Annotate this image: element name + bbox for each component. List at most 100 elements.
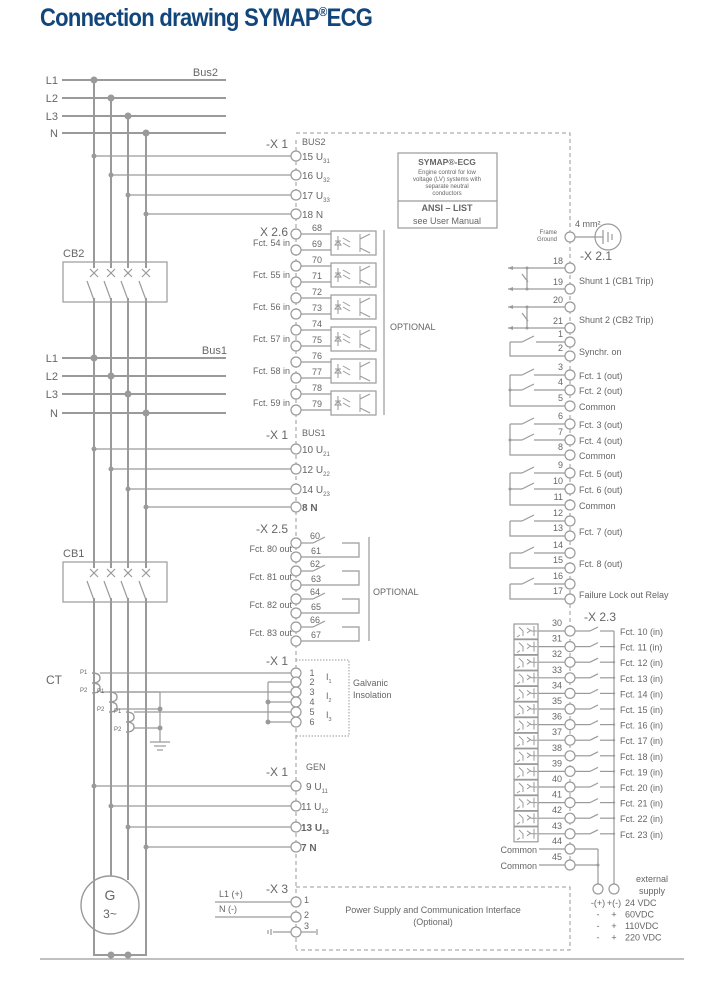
info-box-description: voltage (LV) systems with [413, 177, 481, 183]
x23-pin: 36 [552, 712, 562, 722]
x25-pin: 61 [311, 546, 321, 556]
x23-optocoupler-icon [516, 626, 537, 638]
x25-pin: 65 [311, 602, 321, 612]
x1-gen-terminal-label: 11 U12 [301, 802, 329, 815]
x23-input-label: Fct. 12 (in) [620, 658, 663, 668]
x21-terminal-label: Common [579, 402, 616, 412]
x21-terminal-label: Fct. 8 (out) [579, 559, 623, 569]
x1-bus1-header: BUS1 [302, 428, 326, 438]
x25-pin: 66 [310, 615, 320, 625]
x21-terminal [564, 547, 576, 559]
supply-title: supply [639, 886, 666, 896]
supply-terminal-pos [608, 883, 620, 895]
supply-voltage: 110VDC [625, 921, 659, 931]
x21-pin: 16 [553, 571, 563, 581]
x25-terminal [290, 565, 302, 577]
x21-terminal [564, 578, 576, 590]
x26-input-label: Fct. 59 in [253, 398, 290, 408]
info-box-ansi: ANSI – LIST [421, 203, 473, 213]
x21-terminal-label: Fct. 6 (out) [579, 485, 623, 495]
ct-tap-p1: P1 [114, 709, 122, 715]
x23-contact [589, 642, 599, 648]
x23-pin: 31 [552, 634, 562, 644]
x23-junction [596, 863, 600, 867]
x23-input-label: Fct. 15 (in) [620, 705, 663, 715]
x21-terminal-label: Common [579, 451, 616, 461]
x21-connector: -X 2.1 [580, 249, 612, 263]
x21-shunt-terminal [564, 301, 576, 313]
info-box-title: SYMAP®-ECG [418, 157, 476, 167]
info-box-description: conductors [432, 191, 461, 197]
title-suffix: ECG [326, 4, 373, 32]
x1-bus2-terminal-label: 16 U32 [302, 171, 330, 184]
cb1-label: CB1 [63, 548, 84, 560]
bus1-line-label: L2 [46, 371, 58, 383]
x26-pin: 79 [312, 399, 322, 409]
x23-input-label: Fct. 21 (in) [620, 799, 663, 809]
supply-title: external [636, 874, 668, 884]
x21-shunt-terminal [564, 322, 576, 334]
x25-terminal [290, 635, 302, 647]
x25-wire [301, 542, 360, 558]
x23-pin: 37 [552, 727, 562, 737]
x21-terminal [564, 593, 576, 605]
title-text: Connection drawing SYMAP [40, 4, 320, 32]
x21-pin: 4 [558, 377, 563, 387]
x25-terminal [290, 593, 302, 605]
optocoupler-icon [334, 393, 371, 414]
x25-wire [301, 570, 360, 586]
x23-input-label: Fct. 22 (in) [620, 814, 663, 824]
x26-input-label: Fct. 55 in [253, 270, 290, 280]
ct-junction [157, 706, 163, 712]
x26-pin: 78 [312, 383, 322, 393]
ct-tap-p1: P1 [80, 670, 88, 676]
x23-input-label: Fct. 17 (in) [620, 736, 663, 746]
optocoupler-box [330, 326, 377, 352]
x21-pin: 17 [553, 586, 563, 596]
x1-ct-terminal [290, 676, 302, 688]
shunt-junction [525, 287, 529, 291]
x21-pin: 13 [553, 523, 563, 533]
x3-terminal [290, 896, 302, 908]
x21-pin: 21 [553, 316, 563, 326]
x26-pin: 73 [312, 303, 322, 313]
wiring-layer [40, 76, 684, 960]
cb1-blade [103, 580, 112, 601]
generator-type: 3~ [103, 907, 117, 921]
x26-terminal [290, 372, 302, 384]
x23-pin: 39 [552, 758, 562, 768]
frame-ground-terminal [564, 231, 576, 243]
generator-symbol [80, 875, 140, 935]
shunt-junction [525, 326, 529, 330]
x23-optocoupler-icon [516, 688, 537, 700]
x25-output-label: Fct. 81 out [249, 572, 292, 582]
x21-pin: 6 [558, 411, 563, 421]
ct-junction [265, 719, 271, 725]
x1-ct-terminal [290, 686, 302, 698]
x26-pin: 74 [312, 319, 322, 329]
cb2-cross [89, 268, 99, 278]
x23-common-label: Common [500, 845, 537, 855]
bus1-line-label: L3 [46, 389, 58, 401]
x23-terminal [564, 781, 576, 793]
x25-contact [312, 592, 326, 600]
x1-bus1-terminal [290, 501, 302, 513]
x26-terminal [290, 292, 302, 304]
supply-voltage: 24 VDC [625, 898, 657, 908]
x21-terminal-label: Fct. 5 (out) [579, 469, 623, 479]
info-box-description: separate neutral [425, 184, 468, 190]
x26-terminal [290, 404, 302, 416]
x3-input-label: L1 (+) [219, 889, 243, 899]
cb2-box [62, 261, 168, 303]
x23-pin: 45 [552, 852, 562, 862]
x26-terminal [290, 340, 302, 352]
galvanic-label: Insolation [353, 690, 392, 700]
x1-ct-current-label: I2 [326, 691, 332, 704]
cb2-blade [86, 280, 95, 301]
x23-terminal [564, 750, 576, 762]
x23-contact [589, 735, 599, 741]
optocoupler-box [330, 358, 377, 384]
x23-input-label: Fct. 13 (in) [620, 674, 663, 684]
x25-terminal [290, 621, 302, 633]
x25-pin: 67 [311, 630, 321, 640]
